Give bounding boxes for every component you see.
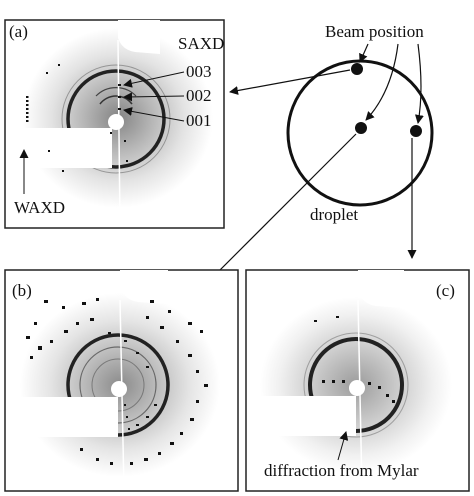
beam-spot-top xyxy=(351,63,363,75)
panel-a-beamstop-arm xyxy=(8,128,112,168)
panel-c-beamstop-arm xyxy=(250,396,356,436)
droplet-schematic: Beam position droplet xyxy=(199,22,434,291)
mylar-label: diffraction from Mylar xyxy=(264,461,419,480)
peak-002-leader xyxy=(123,92,185,102)
panel-b: (b) xyxy=(4,269,239,492)
waxd-label: WAXD xyxy=(14,198,65,217)
panel-b-diffraction-spots xyxy=(26,298,208,465)
peak-001-label: 001 xyxy=(186,111,212,130)
peak-003-leader xyxy=(123,71,185,88)
peak-002-label: 002 xyxy=(186,86,212,105)
beam-spot-center xyxy=(355,122,367,134)
panel-a: (a) SAXD 003 002 001 WAXD xyxy=(4,19,225,229)
peak-003-label: 003 xyxy=(186,62,212,81)
panel-a-saxd-spots xyxy=(110,84,128,162)
panel-b-label: (b) xyxy=(12,281,32,300)
peak-001-leader xyxy=(123,107,185,122)
panel-a-beamstop xyxy=(108,114,124,130)
panel-c-label: (c) xyxy=(436,281,455,300)
beam-spot-edge xyxy=(410,125,422,137)
droplet-label: droplet xyxy=(310,205,358,224)
saxd-label: SAXD xyxy=(178,34,224,53)
panel-c-diffraction-spots xyxy=(314,316,395,403)
panel-b-beamstop xyxy=(111,381,127,397)
arrow-to-panel-b xyxy=(199,133,357,291)
panel-a-waxd-spots xyxy=(26,64,64,172)
beam-position-label: Beam position xyxy=(325,22,424,41)
panel-a-label: (a) xyxy=(9,22,28,41)
panel-c: (c) diffraction from Mylar xyxy=(245,269,470,492)
panel-a-outer-ring xyxy=(66,69,166,169)
panel-c-beamstop xyxy=(349,380,365,396)
mylar-leader xyxy=(337,431,349,461)
panel-b-beamstop-arm xyxy=(8,397,118,437)
arrow-to-panel-a xyxy=(229,69,351,95)
